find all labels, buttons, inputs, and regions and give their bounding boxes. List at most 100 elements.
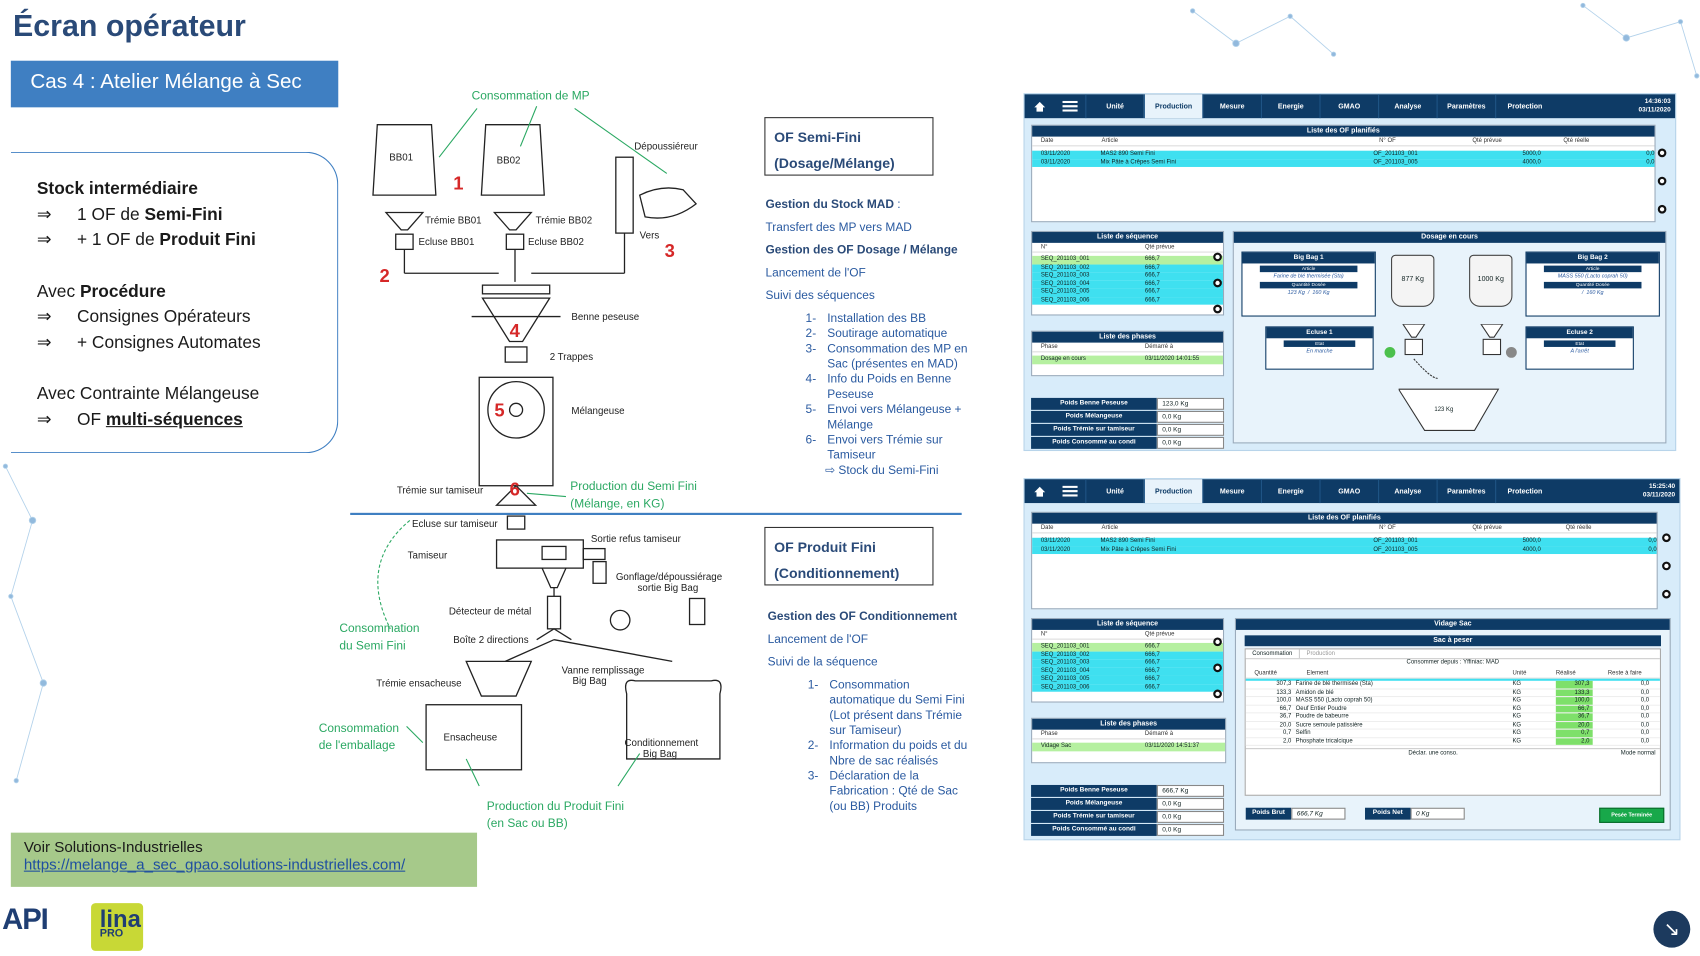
cell: KG <box>1512 680 1522 688</box>
menu-production[interactable]: Production <box>1143 94 1203 119</box>
cell: SEQ_201103_004 <box>1040 667 1090 674</box>
cell: Selfin <box>1295 729 1311 737</box>
menu-gmao[interactable]: GMAO <box>1319 479 1378 504</box>
play-icon[interactable] <box>1213 663 1222 673</box>
tab-production[interactable]: Production <box>1306 650 1335 658</box>
table-row[interactable]: 03/11/2020 Mix Pâte à Crêpes Semi Fini O… <box>1032 158 1655 167</box>
cell: 2,0 <box>1555 737 1593 745</box>
play-icon[interactable] <box>1662 533 1671 543</box>
play-icon[interactable] <box>1213 278 1222 288</box>
cell: 4000,0 <box>1522 545 1541 553</box>
add-icon[interactable] <box>1213 252 1222 262</box>
solutions-box: Voir Solutions-Industrielles https://mel… <box>10 832 478 887</box>
of-columns: Date Article N° OF Qté prévue Qté réelle <box>1032 524 1657 534</box>
weight-value: 666,7 Kg <box>1156 784 1225 797</box>
menu-analyse[interactable]: Analyse <box>1378 94 1437 119</box>
card-value: MASS 550 (Lacto coprah 50) <box>1557 273 1628 280</box>
cell: SEQ_201103_002 <box>1040 651 1090 658</box>
menu-protection[interactable]: Protection <box>1495 94 1554 119</box>
menu-production[interactable]: Production <box>1143 479 1203 504</box>
label-tremie-bb01: Trémie BB01 <box>425 214 482 226</box>
pesee-terminee-button[interactable]: Pesée Terminée <box>1599 807 1665 823</box>
col-header: Phase <box>1040 730 1058 738</box>
table-row[interactable]: 03/11/2020 Mix Pâte à Crêpes Semi Fini O… <box>1032 545 1657 555</box>
pause-icon[interactable] <box>1657 176 1667 186</box>
add-icon[interactable] <box>1213 637 1222 647</box>
cell: KG <box>1512 697 1522 704</box>
pause-icon[interactable] <box>1662 561 1671 571</box>
proc-item-number: 2- <box>805 327 817 341</box>
vidage-panel: Vidage Sac Sac à peser Consommation Prod… <box>1234 617 1671 831</box>
stop-icon[interactable] <box>1662 589 1671 599</box>
network-decoration <box>1190 2 1700 79</box>
weight-label: Poids Net <box>1365 807 1411 820</box>
big-bag-1-gauge: 877 Kg <box>1391 254 1435 307</box>
table-row[interactable]: 03/11/2020 MAS2 890 Semi Fini OF_201103_… <box>1032 537 1657 546</box>
page-title: Écran opérateur <box>13 8 246 43</box>
solutions-link[interactable]: https://melange_a_sec_gpao.solutions-ind… <box>23 855 406 873</box>
stop-icon[interactable] <box>1657 204 1667 214</box>
home-icon[interactable] <box>1025 479 1055 503</box>
expand-arrow-icon[interactable]: ↘ <box>1653 910 1691 948</box>
of-list-panel: Liste des OF planifiés Date Article N° O… <box>1031 511 1658 610</box>
tab-consommation[interactable]: Consommation <box>1245 649 1300 659</box>
menu-analyse[interactable]: Analyse <box>1378 479 1437 504</box>
menu-parametres[interactable]: Paramètres <box>1436 94 1496 119</box>
home-icon[interactable] <box>1025 94 1055 118</box>
card-value: 160 Kg <box>1312 289 1330 296</box>
card-subtitle: Etat <box>1283 340 1356 347</box>
play-icon[interactable] <box>1657 148 1667 158</box>
arrow-icon: ⇒ <box>36 410 52 429</box>
network-decoration-left <box>2 463 48 784</box>
col-header: N° OF <box>1379 137 1396 145</box>
declare-conso-button[interactable]: Déclar. une conso. <box>1408 750 1458 757</box>
menu-mesure[interactable]: Mesure <box>1202 94 1261 119</box>
menu-unite[interactable]: Unité <box>1085 94 1144 119</box>
col-header: Démarré à <box>1144 730 1174 738</box>
cell: KG <box>1512 737 1522 745</box>
pause-icon[interactable] <box>1213 689 1222 699</box>
menu-mesure[interactable]: Mesure <box>1202 479 1261 504</box>
table-row[interactable]: 03/11/2020 MAS2 890 Semi Fini OF_201103_… <box>1032 150 1655 159</box>
pause-icon[interactable] <box>1213 304 1222 314</box>
weight-value: 0,0 Kg <box>1156 423 1225 436</box>
menu-protection[interactable]: Protection <box>1495 479 1554 504</box>
menu-energie[interactable]: Energie <box>1260 479 1320 504</box>
cell: Vidage Sac <box>1040 742 1072 750</box>
hamburger-icon[interactable] <box>1055 94 1085 118</box>
menu-energie[interactable]: Energie <box>1260 94 1320 119</box>
hamburger-icon[interactable] <box>1055 479 1085 503</box>
proc-item-text: Info du Poids en Benne Peseuse <box>827 372 952 402</box>
col-header: Date <box>1040 137 1054 145</box>
menu-parametres[interactable]: Paramètres <box>1436 479 1496 504</box>
col-header: Réalisé <box>1555 670 1576 677</box>
menu-gmao[interactable]: GMAO <box>1319 94 1378 119</box>
menu-unite[interactable]: Unité <box>1085 479 1144 504</box>
card-subtitle: Etat <box>1543 340 1616 347</box>
weight-value: 0,0 Kg <box>1156 436 1225 449</box>
